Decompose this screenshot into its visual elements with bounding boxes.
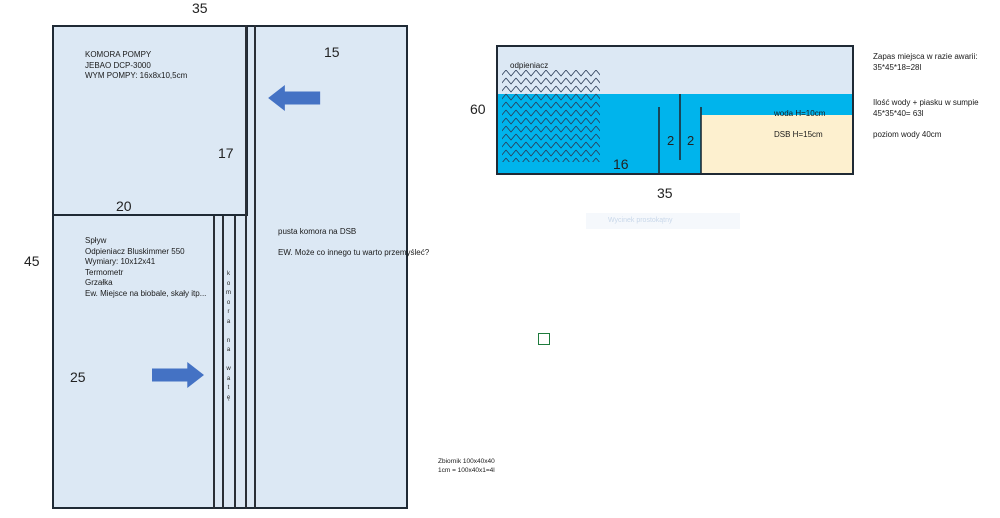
side-dim-60: 60: [470, 101, 486, 117]
vertical-label: k o m o r a n a w a t ę: [223, 270, 234, 403]
inner-2a: 2: [667, 133, 675, 148]
dim-20: 20: [116, 198, 132, 214]
vl-13: ę: [226, 394, 231, 401]
vl-7: n: [226, 337, 231, 344]
baffle-line-3: [234, 216, 236, 509]
water-label: woda H=10cm: [774, 109, 826, 118]
vl-4: r: [227, 309, 230, 315]
dsb-label: DSB H=15cm: [774, 130, 823, 139]
inner-2b: 2: [687, 133, 695, 148]
divider-line-1: [245, 25, 247, 509]
vl-2: m: [226, 290, 231, 296]
pump-chamber-text: KOMORA POMPY JEBAO DCP-3000 WYM POMPY: 1…: [85, 50, 187, 82]
tank-note-line-2: 1cm = 100x40x1=4l: [438, 467, 495, 474]
vl-3: o: [226, 299, 231, 306]
reserve-line-1: Zapas miejsca w razie awarii:: [873, 52, 978, 61]
skimmer-label: odpieniacz: [510, 61, 549, 70]
divider-line-2: [254, 25, 256, 509]
drain-line-2: Odpieniacz Bluskimmer 550: [85, 246, 185, 256]
empty-chamber-line-1: pusta komora na DSB: [278, 227, 357, 236]
cursor-box-icon[interactable]: [538, 333, 550, 345]
side-sand: [701, 115, 853, 174]
empty-chamber-line-2: EW. Może co innego tu warto przemyśleć?: [278, 248, 430, 257]
inner-16: 16: [613, 156, 629, 172]
vl-1: o: [226, 280, 231, 287]
baffle-line-1: [213, 216, 215, 509]
arrow-right-icon: [152, 362, 204, 388]
tank-note: Zbiornik 100x40x40 1cm = 100x40x1=4l: [438, 457, 495, 475]
side-view-diagram: [496, 45, 854, 175]
pump-chamber: [52, 25, 248, 216]
drain-line-3: Wymiary: 10x12x41: [85, 257, 156, 266]
reserve-note: Zapas miejsca w razie awarii: 35*45*18=2…: [873, 52, 977, 73]
side-outline: [496, 45, 854, 175]
vl-12: t: [227, 385, 230, 391]
drain-line-5: Grzałka: [85, 278, 113, 287]
skimmer-zigzag: [502, 70, 600, 162]
pump-chamber-line-3: WYM POMPY: 16x8x10,5cm: [85, 71, 188, 80]
dim-17: 17: [218, 145, 234, 161]
vl-0: k: [227, 271, 230, 277]
sand-note: Ilość wody + piasku w sumpie 45*35*40= 6…: [873, 98, 979, 119]
faint-tooltip: Wycinek prostokątny: [586, 213, 740, 229]
vl-6: [223, 327, 234, 337]
pump-chamber-line-1: KOMORA POMPY: [85, 50, 152, 59]
vl-11: a: [226, 375, 231, 382]
water-level-note: poziom wody 40cm: [873, 130, 942, 139]
baffle-line-2: [222, 216, 224, 509]
pump-chamber-line-2: JEBAO DCP-3000: [85, 60, 151, 70]
side-dim-35: 35: [657, 185, 673, 201]
reserve-line-2: 35*45*18=28l: [873, 62, 922, 72]
sand-line-2: 45*35*40= 63l: [873, 108, 924, 118]
vl-8: a: [226, 347, 231, 353]
arrow-left-icon: [268, 85, 321, 111]
vl-5: a: [226, 318, 231, 325]
dim-15: 15: [324, 44, 340, 60]
vl-9: [223, 356, 234, 366]
drain-line-6: Ew. Miejsce na biobale, skały itp...: [85, 288, 207, 298]
vl-10: w: [226, 366, 231, 372]
drain-line-4: Termometr: [85, 267, 124, 277]
dim-left-45: 45: [24, 253, 40, 269]
dim-25: 25: [70, 369, 86, 385]
drain-chamber-text: Spływ Odpieniacz Bluskimmer 550 Wymiary:…: [85, 236, 206, 299]
drain-line-1: Spływ: [85, 236, 107, 245]
sand-line-1: Ilość wody + piasku w sumpie: [873, 98, 979, 107]
tank-note-line-1: Zbiornik 100x40x40: [438, 458, 495, 465]
dim-top-35: 35: [192, 0, 208, 16]
